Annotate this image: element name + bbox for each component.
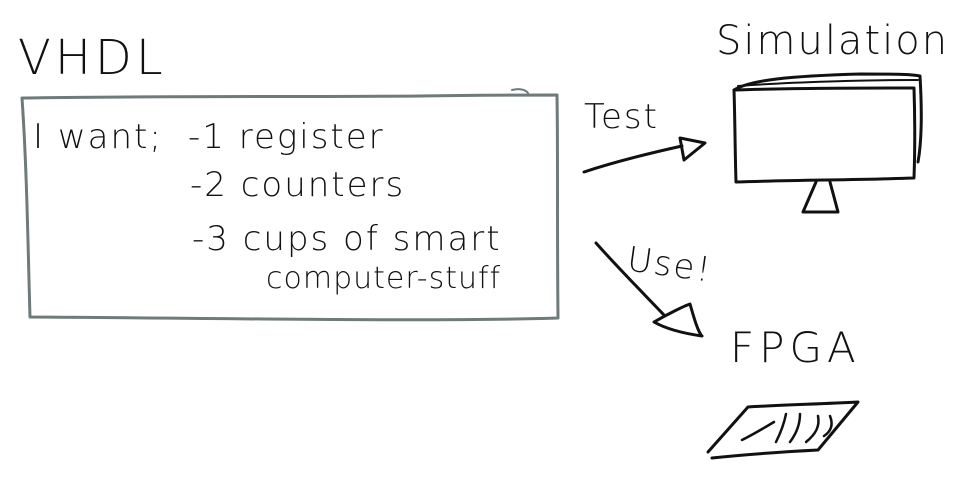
vhdl-title: VHDL <box>18 30 167 86</box>
requirements-box <box>20 93 560 322</box>
test-arrow-line <box>582 144 684 174</box>
circuit-board-icon <box>706 400 860 460</box>
use-arrow-line <box>594 241 666 317</box>
fpga-label: FPGA <box>730 323 861 372</box>
box-flourish <box>511 88 529 94</box>
use-arrow-head <box>652 302 704 338</box>
requirement-item: -2 counters <box>190 165 405 205</box>
requirement-item-continued: computer-stuff <box>266 261 501 296</box>
requirements-intro: I want; <box>33 117 163 157</box>
test-arrow-head <box>678 136 707 162</box>
requirement-item: -3 cups of smart <box>192 219 502 259</box>
monitor-icon <box>732 72 923 214</box>
requirement-item: -1 register <box>188 117 385 157</box>
simulation-label: Simulation <box>716 18 949 64</box>
use-label: Use! <box>625 239 715 290</box>
test-label: Test <box>584 97 659 137</box>
